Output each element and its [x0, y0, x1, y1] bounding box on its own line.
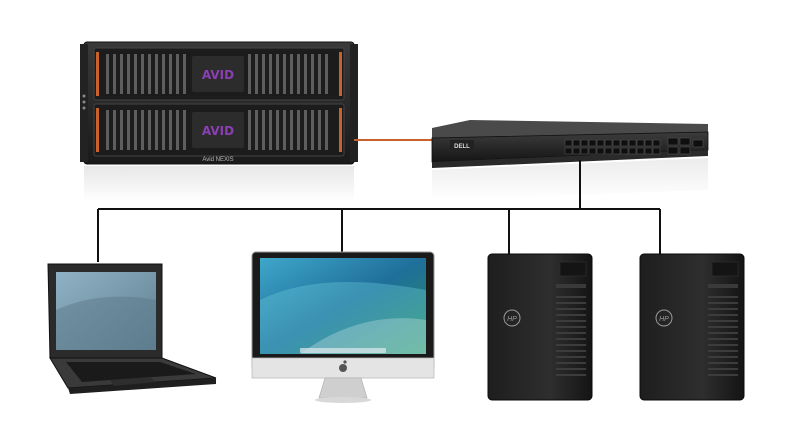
workstation-client-2: HP — [639, 253, 745, 401]
avid-logo-icon: AVID — [202, 68, 234, 82]
storage-reflection — [84, 166, 354, 202]
hp-logo-icon — [503, 309, 521, 327]
network-switch: DELL — [431, 120, 709, 168]
hp-logo-text: HP — [507, 316, 517, 323]
hp-logo-text: HP — [659, 316, 669, 323]
workstation-client-1: HP — [487, 253, 593, 401]
imac-client — [251, 251, 435, 403]
switch-reflection — [432, 158, 708, 200]
dell-logo-icon: DELL — [454, 144, 470, 150]
storage-chassis: AVID AVID Avid NEXIS — [80, 41, 358, 165]
laptop-trackpad — [110, 377, 156, 386]
apple-logo-icon — [339, 360, 347, 372]
hp-logo-icon — [655, 309, 673, 327]
laptop-client — [47, 263, 217, 394]
dock-bar — [300, 348, 386, 353]
storage-model-label: Avid NEXIS — [202, 157, 233, 163]
network-bus — [97, 160, 661, 262]
avid-logo-icon: AVID — [202, 124, 234, 138]
imac-screen — [260, 258, 426, 354]
